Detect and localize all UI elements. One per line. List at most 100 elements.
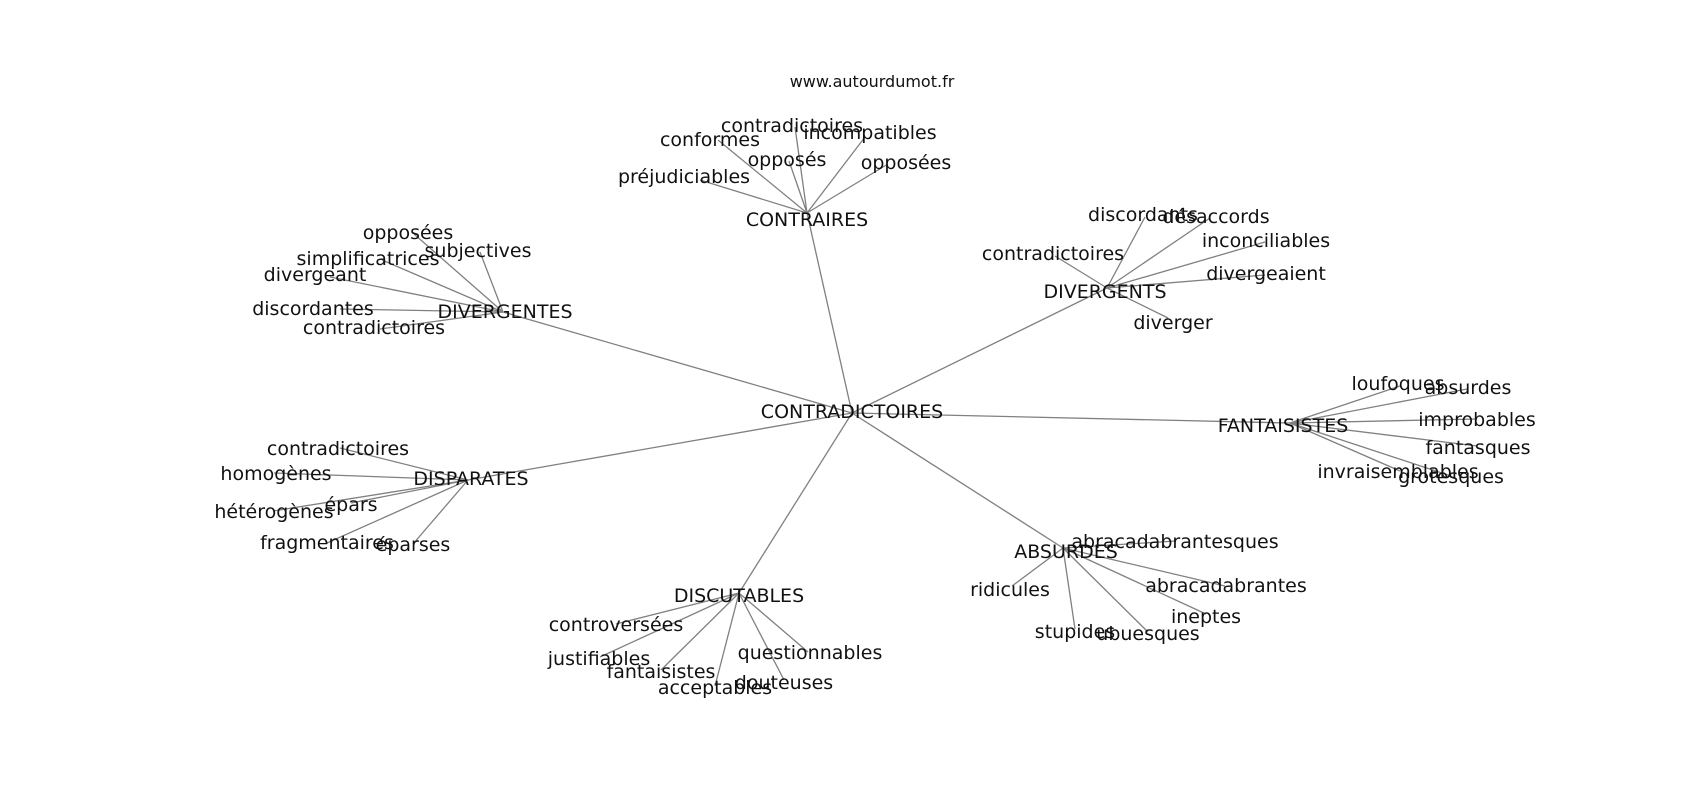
- leaf-word[interactable]: préjudiciables: [618, 166, 750, 188]
- edge-disparates-leaf: [412, 479, 469, 545]
- edge-fantaisistes-leaf: [1289, 385, 1401, 424]
- leaf-word[interactable]: simplificatrices: [297, 248, 440, 270]
- leaf-word[interactable]: loufoques: [1352, 373, 1445, 395]
- center-word[interactable]: CONTRADICTOIRES: [761, 401, 943, 423]
- edge-fantaisistes-leaf: [1289, 388, 1468, 424]
- leaf-word[interactable]: fantaisistes: [607, 661, 716, 683]
- leaf-word[interactable]: épars: [324, 494, 377, 516]
- leaf-word[interactable]: inconciliables: [1202, 230, 1330, 252]
- leaf-word[interactable]: contradictoires: [303, 317, 445, 339]
- edge-discutables-leaf: [660, 592, 740, 671]
- leaf-word[interactable]: hétérogènes: [214, 501, 333, 523]
- leaf-word[interactable]: discordantes: [252, 298, 374, 320]
- leaf-word[interactable]: contradictoires: [267, 438, 409, 460]
- edge-center-divergents: [851, 287, 1108, 414]
- edge-absurdes-leaf: [1062, 547, 1207, 615]
- hub-word-absurdes[interactable]: ABSURDES: [1014, 541, 1118, 563]
- edge-contraires-leaf: [788, 160, 808, 214]
- leaf-word[interactable]: acceptables: [658, 677, 772, 699]
- edge-discutables-leaf: [599, 592, 740, 658]
- edge-contraires-leaf: [806, 136, 866, 214]
- leaf-word[interactable]: divergeaient: [1206, 263, 1326, 285]
- edge-disparates-leaf: [273, 472, 469, 481]
- leaf-word[interactable]: fragmentaires: [260, 532, 394, 554]
- leaf-word[interactable]: improbables: [1418, 409, 1536, 431]
- edge-divergents-leaf: [1106, 216, 1146, 289]
- edge-divergents-leaf: [1106, 217, 1211, 289]
- edge-contraires-leaf: [794, 126, 808, 214]
- leaf-word[interactable]: conformes: [660, 129, 760, 151]
- edge-contraires-leaf: [806, 163, 889, 214]
- hub-word-divergentes[interactable]: DIVERGENTES: [437, 301, 572, 323]
- leaf-word[interactable]: abracadabrantesques: [1071, 531, 1278, 553]
- edge-divergents-leaf: [1054, 255, 1108, 289]
- edge-center-discutables: [738, 412, 853, 594]
- edge-center-disparates: [467, 412, 853, 481]
- edge-divergents-leaf: [1106, 274, 1266, 289]
- hub-word-divergents[interactable]: DIVERGENTS: [1043, 281, 1166, 303]
- leaf-word[interactable]: questionnables: [738, 642, 883, 664]
- leaf-word[interactable]: opposées: [363, 222, 454, 244]
- leaf-word[interactable]: abracadabrantes: [1145, 575, 1307, 597]
- edge-absurdes-leaf: [1011, 547, 1064, 587]
- edge-contraires-leaf: [699, 179, 808, 214]
- leaf-word[interactable]: justifiables: [547, 648, 651, 670]
- leaf-word[interactable]: controversées: [549, 614, 684, 636]
- edge-divergentes-leaf: [379, 311, 504, 330]
- edge-absurdes-leaf: [1062, 547, 1076, 630]
- hub-word-disparates[interactable]: DISPARATES: [413, 468, 528, 490]
- leaf-word[interactable]: invraisemblables: [1317, 461, 1478, 483]
- leaf-word[interactable]: grotesques: [1398, 466, 1504, 488]
- leaf-word[interactable]: diverger: [1133, 312, 1213, 334]
- edge-fantaisistes-leaf: [1289, 422, 1401, 472]
- edge-center-divergentes: [502, 311, 853, 414]
- edge-discutables-leaf: [738, 592, 809, 653]
- leaf-word[interactable]: contradictoires: [982, 243, 1124, 265]
- edge-absurdes-leaf: [1062, 547, 1149, 633]
- leaf-word[interactable]: divergeant: [264, 264, 367, 286]
- edge-fantaisistes-leaf: [1289, 418, 1478, 424]
- leaf-word[interactable]: incompatibles: [803, 122, 936, 144]
- labels-layer: www.autourdumot.fr CONTRADICTOIRES CONTR…: [214, 72, 1535, 699]
- edge-discutables-leaf: [738, 592, 785, 681]
- leaf-word[interactable]: homogènes: [220, 463, 331, 485]
- hub-word-fantaisistes[interactable]: FANTAISISTES: [1218, 415, 1349, 437]
- edge-contraires-leaf: [717, 139, 808, 214]
- edge-absurdes-leaf: [1062, 547, 1226, 587]
- leaf-word[interactable]: discordants: [1088, 204, 1198, 226]
- edge-center-contraires: [806, 212, 853, 414]
- edge-divergentes-leaf: [329, 276, 504, 313]
- edge-divergentes-leaf: [479, 251, 504, 313]
- edge-disparates-leaf: [350, 479, 469, 504]
- edge-discutables-leaf: [615, 592, 740, 625]
- leaf-word[interactable]: ridicules: [970, 579, 1050, 601]
- leaf-word[interactable]: opposées: [861, 152, 952, 174]
- edge-center-fantaisistes: [851, 412, 1291, 424]
- leaf-word[interactable]: éparses: [376, 534, 451, 556]
- edge-center-absurdes: [851, 412, 1064, 549]
- leaf-word[interactable]: absurdes: [1425, 377, 1512, 399]
- edge-divergentes-leaf: [381, 259, 504, 313]
- leaf-word[interactable]: désaccords: [1162, 206, 1269, 228]
- leaf-word[interactable]: ineptes: [1171, 606, 1241, 628]
- leaf-word[interactable]: fantasques: [1425, 437, 1530, 459]
- edge-fantaisistes-leaf: [1289, 422, 1478, 447]
- edges-layer: [272, 126, 1478, 687]
- edge-divergents-leaf: [1106, 287, 1169, 319]
- edge-disparates-leaf: [326, 479, 469, 544]
- leaf-word[interactable]: stupides: [1035, 621, 1115, 643]
- site-url[interactable]: www.autourdumot.fr: [790, 72, 955, 91]
- edge-disparates-leaf: [272, 479, 469, 512]
- edge-absurdes-leaf: [1062, 540, 1177, 549]
- leaf-word[interactable]: contradictoires: [721, 115, 863, 137]
- hub-word-contraires[interactable]: CONTRAIRES: [746, 209, 868, 231]
- leaf-word[interactable]: ubuesques: [1096, 623, 1199, 645]
- hub-word-discutables[interactable]: DISCUTABLES: [674, 585, 804, 607]
- edge-divergentes-leaf: [339, 308, 504, 313]
- edge-discutables-leaf: [714, 592, 740, 687]
- edge-fantaisistes-leaf: [1289, 422, 1452, 477]
- leaf-word[interactable]: opposés: [748, 149, 827, 171]
- leaf-word[interactable]: subjectives: [425, 240, 532, 262]
- leaf-word[interactable]: douteuses: [735, 672, 833, 694]
